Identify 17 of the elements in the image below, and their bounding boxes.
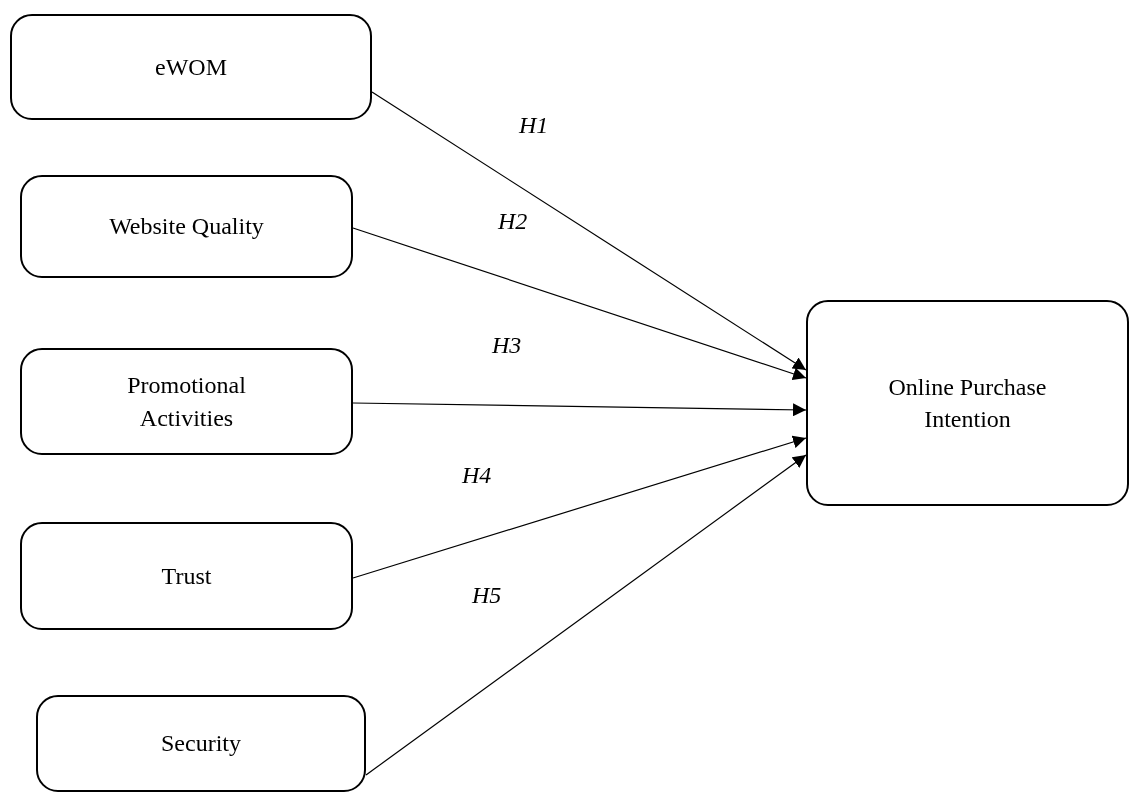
arrow xyxy=(365,454,807,776)
construct-label: Online Purchase Intention xyxy=(887,372,1048,434)
arrow xyxy=(352,402,807,417)
construct-box xyxy=(10,14,372,120)
construct-box xyxy=(806,300,1129,506)
construct-label: Trust xyxy=(161,561,212,591)
arrow xyxy=(352,227,807,381)
construct-box xyxy=(20,348,353,455)
construct-box xyxy=(20,175,353,278)
construct-box xyxy=(36,695,366,792)
construct-label: Website Quality xyxy=(109,212,264,242)
construct-label: Promotional Activities xyxy=(126,371,247,433)
construct-box xyxy=(20,522,353,630)
arrow xyxy=(371,91,807,371)
construct-label: Security xyxy=(161,729,241,759)
arrow xyxy=(352,435,807,579)
construct-label: eWOM xyxy=(155,52,227,82)
